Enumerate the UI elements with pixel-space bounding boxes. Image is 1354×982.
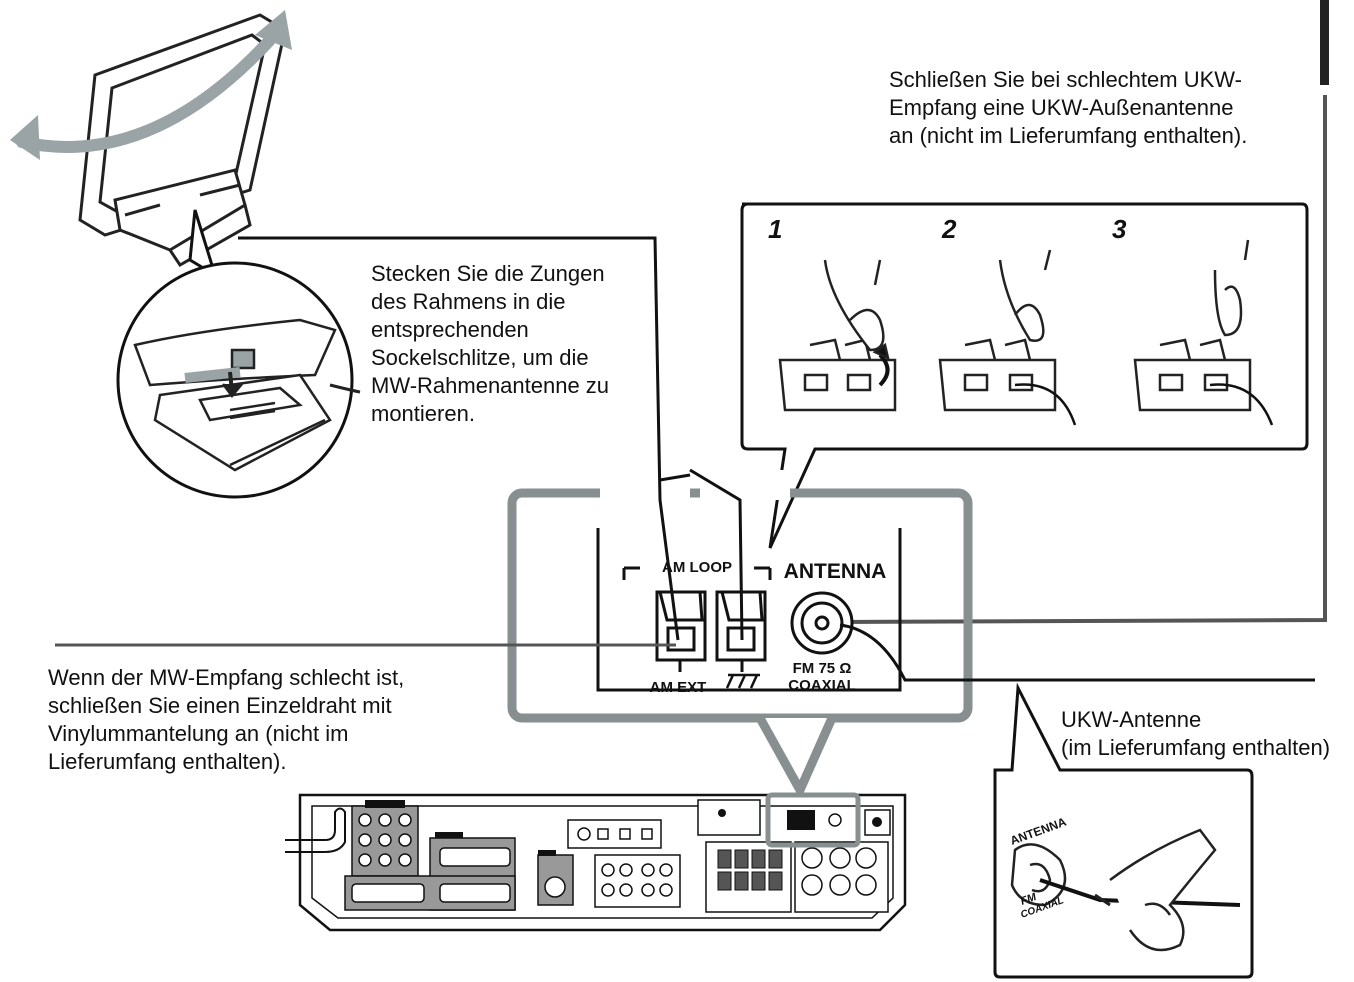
- rotation-arrow-icon: [10, 10, 292, 160]
- am-assembly-zoom-circle: [116, 209, 361, 499]
- am-loop-label: AM LOOP: [662, 559, 732, 576]
- antenna-terminal-panel-zoom: AM LOOP ANTENNA FM 75 Ω COAXIAL AM EXT: [55, 236, 973, 801]
- receiver-rear-panel-illustration: [285, 792, 907, 932]
- step-number: 2: [941, 214, 957, 244]
- fm-coaxial-jack: [790, 591, 854, 655]
- terminal-release-illustration: [1133, 239, 1274, 426]
- fm-outdoor-antenna-caption: Schließen Sie bei schlechtem UKW- Empfan…: [889, 67, 1248, 148]
- terminal-insert-illustration: [938, 249, 1077, 426]
- terminal-open-illustration: [778, 259, 897, 412]
- antenna-label: ANTENNA: [784, 560, 887, 583]
- fm-75-ohm-label: FM 75 Ω: [793, 660, 852, 677]
- am-ext-label: AM EXT: [650, 679, 707, 696]
- inset-fm-label: FM: [1019, 891, 1039, 908]
- fm-supplied-antenna-caption: UKW-Antenne (im Lieferumfang enthalten): [1061, 707, 1331, 760]
- am-assembly-caption: Stecken Sie die Zungen des Rahmens in di…: [371, 261, 610, 426]
- step-number: 3: [1112, 214, 1127, 244]
- fm-antenna-inset-box: ANTENNA FM COAXIAL: [993, 682, 1254, 979]
- terminal-steps-box: 1 2 3: [740, 202, 1309, 549]
- ground-symbol-icon: [725, 673, 760, 689]
- fm-outdoor-antenna-wire: [839, 0, 1329, 624]
- am-wire-caption: Wenn der MW-Empfang schlecht ist, schlie…: [48, 665, 405, 774]
- coaxial-label: COAXIAL: [788, 677, 856, 694]
- fm-supplied-antenna-cable: [839, 623, 1315, 682]
- step-number: 1: [768, 214, 782, 244]
